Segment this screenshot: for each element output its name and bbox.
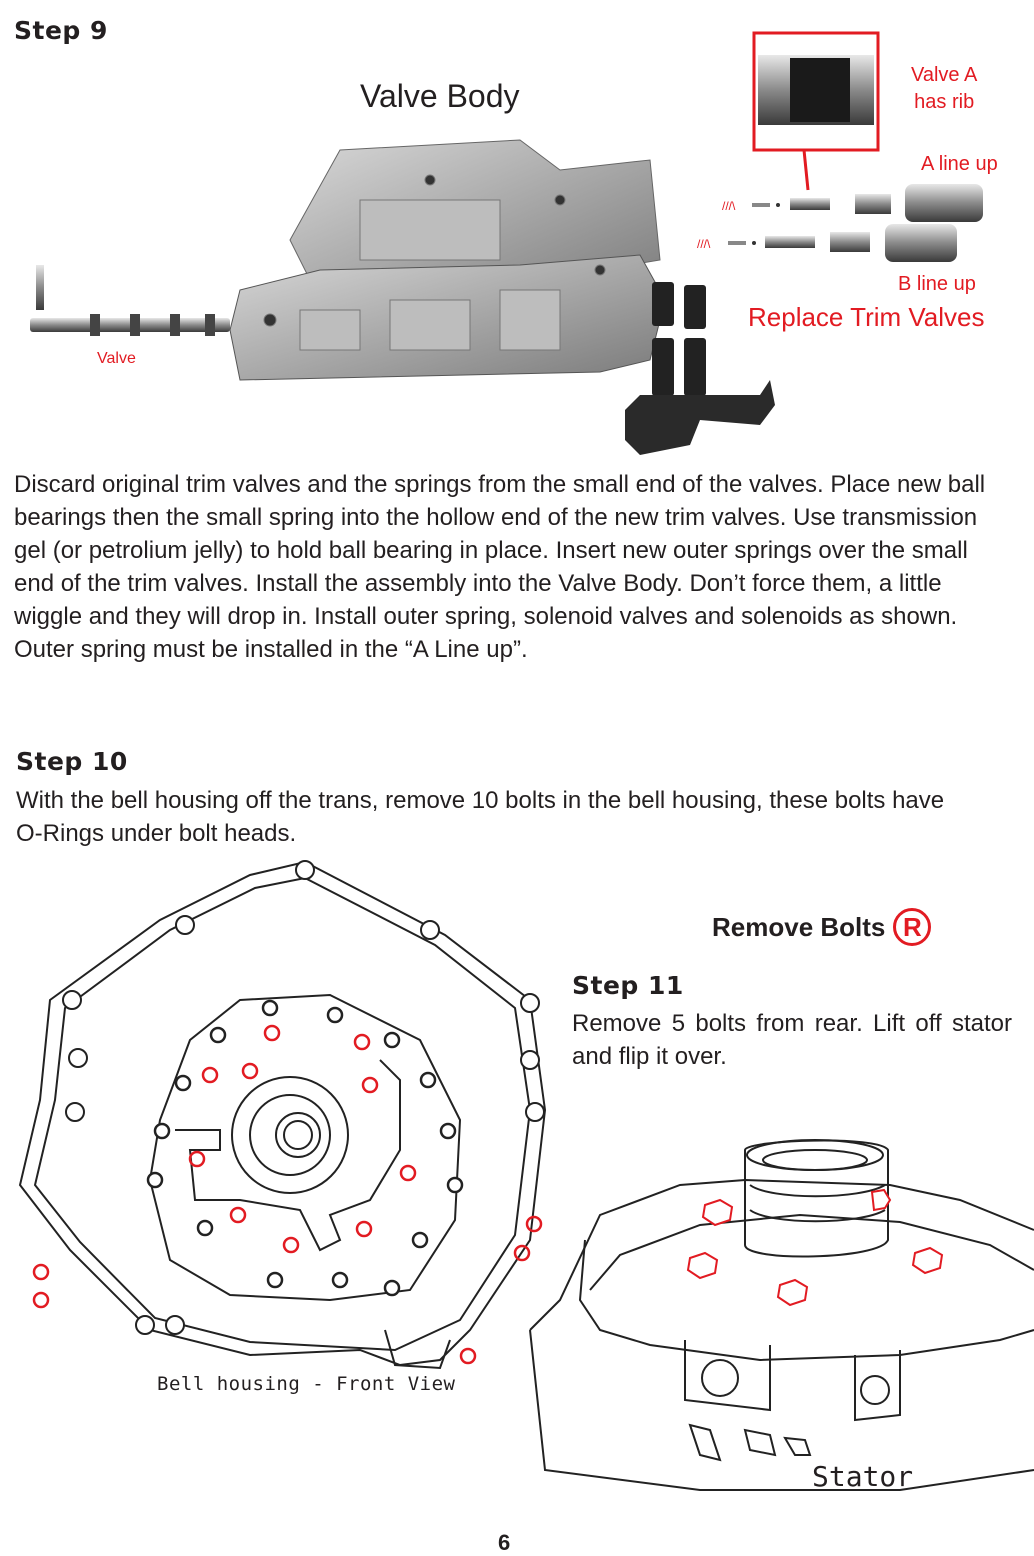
remove-bolts-text: Remove Bolts <box>712 911 886 942</box>
step11-paragraph: Remove 5 bolts from rear. Lift off stato… <box>572 1010 1012 1070</box>
valve-label: Valve <box>97 350 136 367</box>
step9-heading: Step 9 <box>14 16 108 45</box>
svg-text:///\: ///\ <box>722 199 736 213</box>
remove-bolts-legend: Remove Bolts R <box>712 908 932 946</box>
bell-housing-caption: Bell housing - Front View <box>157 1373 456 1395</box>
step9-paragraph: Discard original trim valves and the spr… <box>14 471 986 663</box>
valve-body-illustration: ///\ ///\ <box>30 31 983 455</box>
valve-a-rib-label: Valve A has rib <box>911 62 977 116</box>
remove-bolt-symbol-icon: R <box>893 908 932 946</box>
replace-trim-valves-label: Replace Trim Valves <box>748 302 985 332</box>
valve-a-rib-line2: has rib <box>914 91 975 113</box>
b-line-up-label: B line up <box>898 273 976 295</box>
stator-caption: Stator <box>812 1460 914 1493</box>
step10-paragraph: With the bell housing off the trans, rem… <box>16 787 945 847</box>
svg-text:///\: ///\ <box>697 237 711 251</box>
valve-a-rib-line1: Valve A <box>911 64 978 86</box>
page-number: 6 <box>498 1530 511 1555</box>
bell-housing-diagram <box>18 860 547 1370</box>
stator-diagram <box>529 1139 1034 1491</box>
a-line-up-label: A line up <box>921 153 998 175</box>
valve-body-title: Valve Body <box>360 78 520 114</box>
step10-heading: Step 10 <box>16 747 128 776</box>
step11-heading: Step 11 <box>572 971 684 1000</box>
